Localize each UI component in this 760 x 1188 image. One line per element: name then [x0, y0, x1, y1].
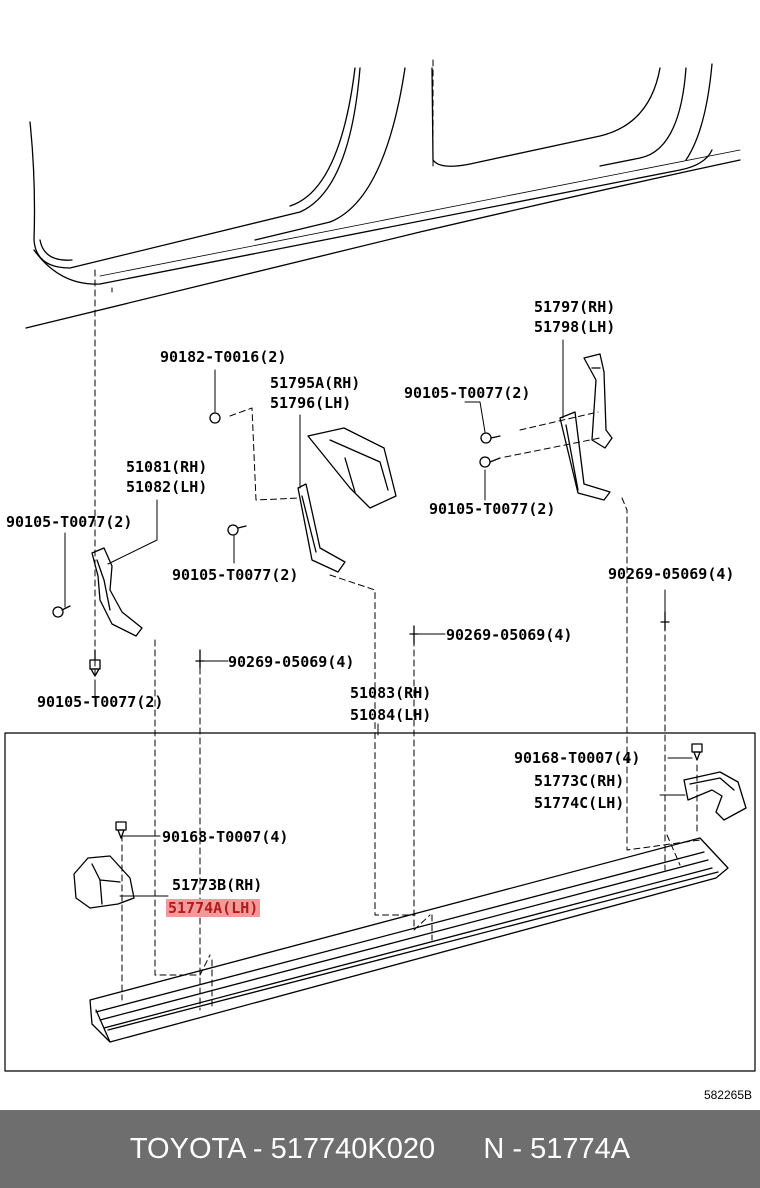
part-label-90105-low: 90105-T0077(2) — [37, 693, 164, 711]
fasteners — [52, 412, 703, 839]
leader-lines — [94, 59, 701, 1011]
part-label-51795a: 51795A(RH) — [270, 374, 361, 392]
part-label-90269-mid: 90269-05069(4) — [446, 626, 573, 644]
diagram-drawing — [4, 59, 756, 1072]
part-label-51082: 51082(LH) — [126, 478, 208, 496]
part-label-51774a-highlighted[interactable]: 51774A(LH) — [166, 897, 261, 919]
part-label-90168-left: 90168-T0007(4) — [162, 828, 289, 846]
part-label-90168-right: 90168-T0007(4) — [514, 749, 641, 767]
detail-frame — [4, 732, 756, 1072]
body-outline — [25, 63, 741, 329]
bracket-51797 — [559, 353, 613, 501]
footer-bar: TOYOTA - 517740K020 N - 51774A — [0, 1110, 760, 1188]
part-label-51797: 51797(RH) — [534, 298, 616, 316]
part-label-90269-left: 90269-05069(4) — [228, 653, 355, 671]
end-cap-51773b — [73, 855, 135, 909]
footer-part-info: TOYOTA - 517740K020 N - 51774A — [129, 1132, 631, 1165]
parts-diagram: 51797(RH) 51798(LH) 90182-T0016(2) 51795… — [4, 59, 756, 1072]
part-label-90105-left: 90105-T0077(2) — [6, 513, 133, 531]
part-label-51773b: 51773B(RH) — [172, 876, 263, 894]
side-step-board — [89, 837, 729, 1043]
part-label-90105-rbot: 90105-T0077(2) — [429, 500, 556, 518]
part-label-90182: 90182-T0016(2) — [160, 348, 287, 366]
bracket-51081 — [91, 547, 143, 637]
part-label-51774c: 51774C(LH) — [534, 794, 625, 812]
solid-leaders — [64, 339, 693, 897]
part-label-90269-right: 90269-05069(4) — [608, 565, 735, 583]
part-label-51081: 51081(RH) — [126, 458, 208, 476]
part-label-51084: 51084(LH) — [350, 706, 432, 724]
end-cap-51773c — [683, 771, 747, 821]
part-label-51798: 51798(LH) — [534, 318, 616, 336]
part-label-90105-top: 90105-T0077(2) — [404, 384, 531, 402]
highlight-51774a: 51774A(LH) — [166, 899, 261, 917]
diagram-reference-code: 582265B — [703, 1088, 752, 1102]
part-label-90105-mid: 90105-T0077(2) — [172, 566, 299, 584]
part-label-51083: 51083(RH) — [350, 684, 432, 702]
bracket-51795a — [297, 427, 397, 573]
part-label-51796: 51796(LH) — [270, 394, 352, 412]
part-label-51773c: 51773C(RH) — [534, 772, 625, 790]
